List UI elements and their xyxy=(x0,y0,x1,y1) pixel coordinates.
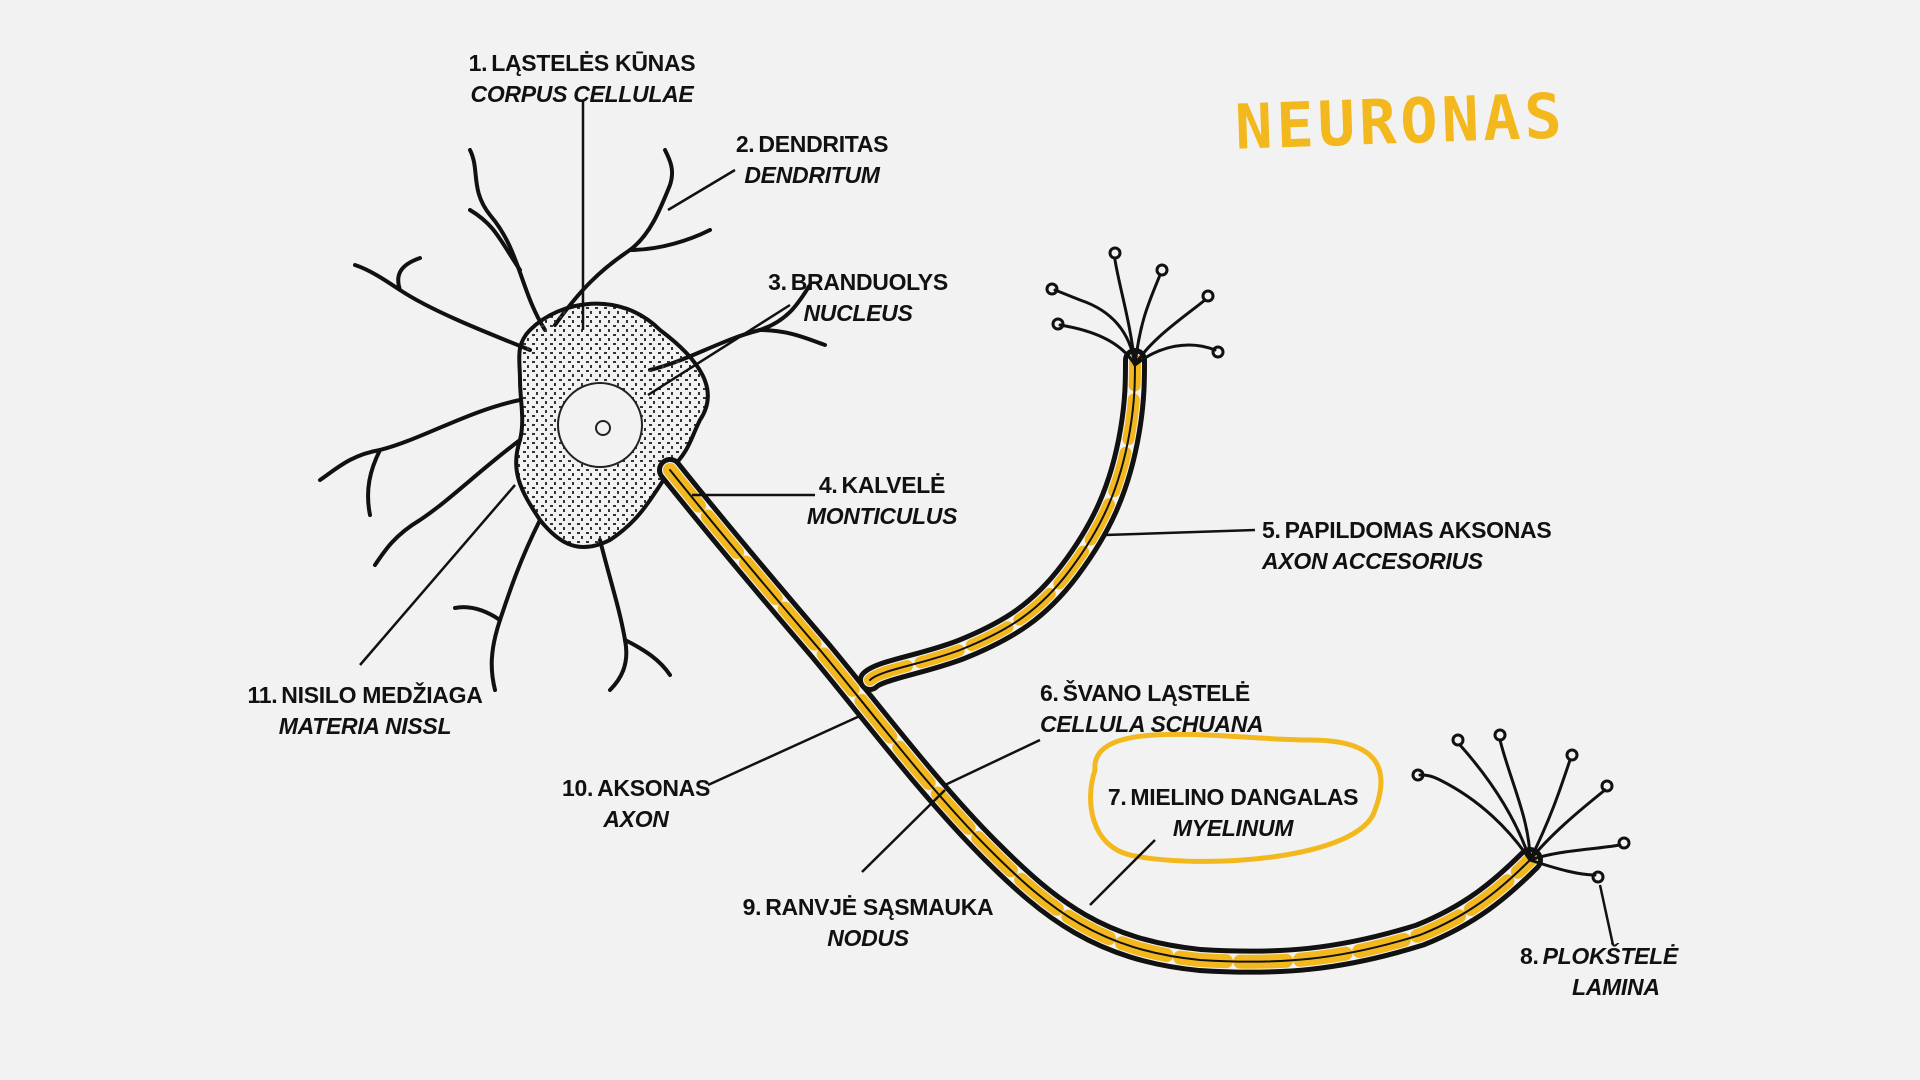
axon-terminals xyxy=(1411,728,1631,884)
label-lamina: 8.PLOKŠTELĖ LAMINA xyxy=(1520,943,1678,1000)
axon-collateral xyxy=(858,348,1147,692)
label-cellula-schuana: 6.ŠVANO LĄSTELĖ CELLULA SCHUANA xyxy=(1040,680,1264,737)
label-axon: 10.AKSONAS AXON xyxy=(562,775,710,832)
label-nucleus: 3.BRANDUOLYS NUCLEUS xyxy=(768,269,948,326)
myelinum-highlight-circle xyxy=(1088,731,1384,864)
leader-lines xyxy=(359,100,1615,946)
label-corpus-cellulae: 1.LĄSTELĖS KŪNAS CORPUS CELLULAE xyxy=(468,50,696,107)
nucleus xyxy=(557,382,643,468)
dendrites xyxy=(318,148,827,692)
axon xyxy=(657,457,1543,975)
cell-body xyxy=(514,301,710,550)
label-axon-accesorius: 5.PAPILDOMAS AKSONAS AXON ACCESORIUS xyxy=(1262,517,1552,574)
label-myelinum: 7.MIELINO DANGALAS MYELINUM xyxy=(1107,784,1359,841)
label-monticulus: 4.KALVELĖ MONTICULUS xyxy=(806,472,958,529)
diagram-title: NEURONAS xyxy=(1233,79,1567,164)
label-nodus: 9.RANVJĖ SĄSMAUKA NODUS xyxy=(742,894,994,951)
nucleolus xyxy=(595,420,611,436)
label-dendritum: 2.DENDRITAS DENDRITUM xyxy=(735,131,889,188)
collateral-terminals xyxy=(1045,246,1225,367)
label-materia-nissl: 11.NISILO MEDŽIAGA MATERIA NISSL xyxy=(247,682,483,739)
